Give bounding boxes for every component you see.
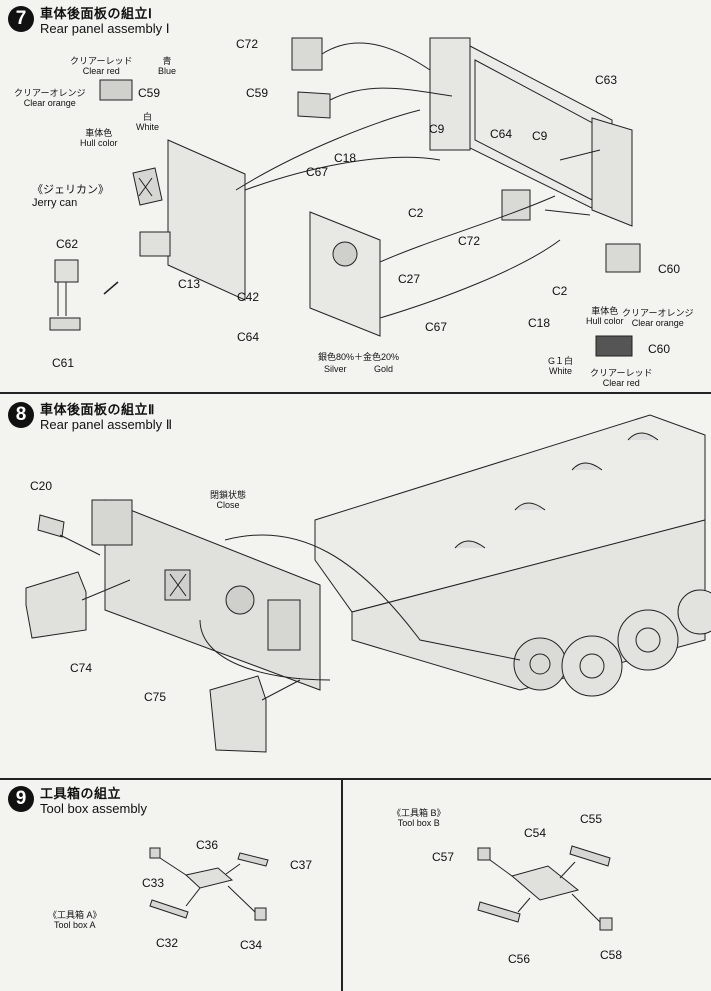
rear-panel-center xyxy=(309,211,381,337)
silver-gold-color: 銀色80%＋金色20% xyxy=(318,352,400,362)
step-7-title-jp: 車体後面板の組立Ⅰ xyxy=(40,6,153,21)
part-label: C55 xyxy=(580,812,603,826)
step-9-number: 9 xyxy=(8,786,34,812)
part-label: C42 xyxy=(237,290,260,304)
rear-hatch xyxy=(225,585,255,615)
silver-label: Silver xyxy=(324,364,347,374)
closed-state-label: 閉鎖状態 Close xyxy=(210,490,247,510)
part-label: C9 xyxy=(532,129,548,143)
part-label: C56 xyxy=(508,952,531,966)
part-label: C57 xyxy=(432,850,455,864)
part-label: C20 xyxy=(30,479,53,493)
round-hatch xyxy=(332,241,358,267)
section-divider-8-9 xyxy=(0,778,711,780)
c74-part xyxy=(25,571,87,639)
c13-bracket xyxy=(139,231,171,257)
part-label: C32 xyxy=(156,936,179,950)
part-label: C27 xyxy=(398,272,421,286)
toolbox-a-label: 《工具箱 A》 Tool box A xyxy=(48,910,102,930)
toolbox-b-label: 《工具箱 B》 Tool box B xyxy=(392,808,446,828)
color-clear-orange-right: クリアーオレンジ Clear orange xyxy=(622,308,694,328)
c75-part xyxy=(209,675,267,753)
toolbox-a-base xyxy=(184,867,234,889)
step-8-title-en: Rear panel assembly Ⅱ xyxy=(40,417,173,432)
road-wheel-2 xyxy=(561,635,623,697)
part-label: C67 xyxy=(425,320,448,334)
step-7-number: 7 xyxy=(8,6,34,32)
step-8-title-jp: 車体後面板の組立Ⅱ xyxy=(40,402,155,417)
part-label: C18 xyxy=(528,316,551,330)
color-clear-orange: クリアーオレンジ Clear orange xyxy=(14,88,86,108)
step-7-title-en: Rear panel assembly Ⅰ xyxy=(40,21,170,36)
color-clear-red-right: クリアーレッド Clear red xyxy=(590,368,653,388)
step-7-header: 7 車体後面板の組立Ⅰ Rear panel assembly Ⅰ xyxy=(8,6,170,36)
color-hull-right: 車体色 Hull color xyxy=(586,306,624,326)
step-9-title-en: Tool box assembly xyxy=(40,801,147,816)
part-label: C74 xyxy=(70,661,93,675)
part-label: C59 xyxy=(138,86,161,100)
section-divider-7-8 xyxy=(0,392,711,394)
road-wheel-1 xyxy=(513,637,567,691)
c59-part xyxy=(297,91,331,119)
section-divider-9-ab xyxy=(341,779,343,991)
part-label: C72 xyxy=(236,37,259,51)
part-label: C59 xyxy=(246,86,269,100)
road-wheel-3 xyxy=(617,609,679,671)
part-label: C2 xyxy=(552,284,568,298)
part-label: C2 xyxy=(408,206,424,220)
lamp-right xyxy=(595,335,633,357)
part-label: C64 xyxy=(237,330,260,344)
c72b-part xyxy=(501,189,531,221)
upper-frame-right xyxy=(591,117,633,227)
road-wheel-4 xyxy=(677,589,711,635)
part-label: C63 xyxy=(595,73,618,87)
part-label: C37 xyxy=(290,858,313,872)
upper-frame-left xyxy=(429,37,471,151)
c61-part xyxy=(49,317,81,331)
part-label: C36 xyxy=(196,838,219,852)
part-label: C72 xyxy=(458,234,481,248)
c55-part xyxy=(569,845,611,867)
color-hull: 車体色 Hull color xyxy=(80,128,118,148)
part-label: C60 xyxy=(658,262,681,276)
step-8-header: 8 車体後面板の組立Ⅱ Rear panel assembly Ⅱ xyxy=(8,402,172,432)
c37-part xyxy=(237,852,269,867)
color-blue: 青 Blue xyxy=(158,56,177,76)
part-label: C58 xyxy=(600,948,623,962)
gold-label: Gold xyxy=(374,364,394,374)
part-label: C62 xyxy=(56,237,79,251)
part-label: C9 xyxy=(429,122,445,136)
rear-panel-left xyxy=(167,139,246,301)
toolbox-b-base xyxy=(510,865,580,901)
step-9-header: 9 工具箱の組立 Tool box assembly xyxy=(8,786,147,816)
part-label: C64 xyxy=(490,127,513,141)
step-9-title-jp: 工具箱の組立 xyxy=(40,786,122,801)
c20-part xyxy=(37,514,65,538)
part-label: C61 xyxy=(52,356,75,370)
part-label: C33 xyxy=(142,876,165,890)
jerry-can xyxy=(132,167,163,206)
c56-part xyxy=(477,901,521,923)
part-label: C67 xyxy=(306,165,329,179)
c32-part xyxy=(149,899,189,919)
part-label: C13 xyxy=(178,277,201,291)
c72-part xyxy=(291,37,323,71)
part-label: C60 xyxy=(648,342,671,356)
color-white-right: G１白 White xyxy=(548,356,574,376)
color-clear-red: クリアーレッド Clear red xyxy=(70,56,133,76)
jerry-can-label: 《ジェリカン》 Jerry can xyxy=(32,184,109,209)
part-label: C18 xyxy=(334,151,357,165)
color-white: 白 White xyxy=(136,112,160,132)
rear-panel-assembled xyxy=(104,499,321,691)
part-label: C54 xyxy=(524,826,547,840)
c60-part xyxy=(605,243,641,273)
part-label: C75 xyxy=(144,690,167,704)
part-label: C34 xyxy=(240,938,263,952)
step-8-number: 8 xyxy=(8,402,34,428)
c62-part xyxy=(54,259,79,283)
lamp-left xyxy=(99,79,133,101)
